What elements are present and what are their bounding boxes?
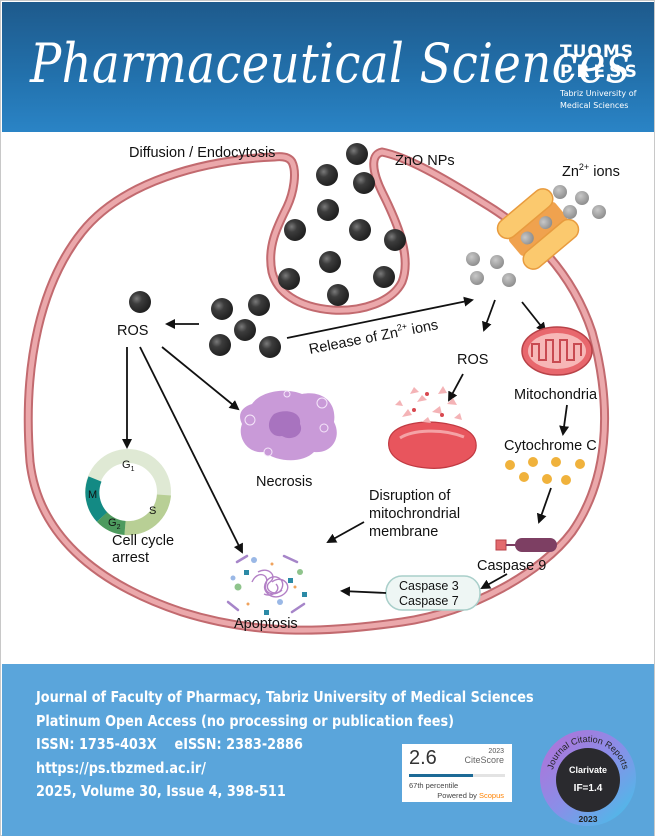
arrow-ions-to-ros: [482, 299, 496, 332]
scopus-brand: Scopus: [478, 791, 504, 800]
label-diffusion: Diffusion / Endocytosis: [129, 145, 275, 161]
disrupted-mitochondria-icon: [388, 386, 477, 469]
label-zn-ions: Zn2+ ions: [562, 162, 620, 180]
publisher-name-line2: PRESS: [560, 62, 641, 82]
arrow-ions-to-mito: [521, 301, 547, 333]
label-caspase9: Caspase 9: [477, 558, 546, 574]
cytochrome-c-icon: [505, 457, 585, 485]
citescore-percentile: 67th percentile: [409, 781, 459, 790]
svg-text:G2: G2: [108, 517, 121, 531]
cover-header: Pharmaceutical Sciences TUOMS PRESS Tabr…: [2, 2, 654, 132]
cell-cycle-icon: G1 S G2 M: [85, 449, 171, 536]
jcr-year: 2023: [579, 814, 598, 824]
label-caspase7: Caspase 7: [399, 594, 459, 608]
publisher-name-line1: TUOMS: [560, 42, 635, 62]
impact-factor: IF=1.4: [574, 783, 603, 794]
svg-text:S: S: [149, 505, 156, 517]
arrow-ros-to-apoptosis: [139, 346, 243, 554]
label-ros-right: ROS: [457, 352, 488, 368]
caspase9-icon: [495, 538, 557, 552]
label-cell-cycle-1: Cell cycle: [112, 533, 174, 549]
svg-text:M: M: [88, 489, 97, 501]
citescore-year: 2023: [488, 748, 504, 755]
label-disruption-2: mitochrondrial: [369, 506, 460, 522]
citescore-badge[interactable]: 2.6 2023 CiteScore 67th percentile Power…: [402, 744, 512, 802]
citescore-value: 2.6: [409, 747, 437, 769]
label-apoptosis: Apoptosis: [234, 616, 298, 632]
arrow-cytc-to-casp9: [536, 487, 552, 524]
necrosis-icon: [240, 390, 337, 461]
label-release-zn: Release of Zn2+ ions: [307, 315, 439, 358]
arrow-casp9-to-casp37: [480, 573, 508, 589]
arrow-ros-to-necrosis: [161, 346, 240, 411]
journal-title: Pharmaceutical Sciences: [30, 32, 631, 95]
label-necrosis: Necrosis: [256, 474, 312, 490]
label-ros-left: ROS: [117, 323, 148, 339]
label-mitochondria: Mitochondria: [514, 387, 598, 403]
publisher-university-line1: Tabriz University of: [560, 89, 637, 98]
citescore-percentile-bar: [409, 774, 505, 777]
powered-by: Powered by Scopus: [437, 791, 504, 800]
cover-diagram: Diffusion / Endocytosis ZnO NPs Zn2+ ion…: [23, 143, 620, 635]
journal-info: Journal of Faculty of Pharmacy, Tabriz U…: [36, 686, 577, 804]
mitochondria-icon: [521, 326, 593, 376]
label-disruption-3: membrane: [369, 524, 438, 540]
zno-nanoparticles: [129, 143, 406, 358]
journal-faculty-line: Journal of Faculty of Pharmacy, Tabriz U…: [36, 688, 534, 706]
ion-channel-icon: [496, 188, 580, 270]
arrow-mito-to-cytc: [559, 404, 570, 436]
open-access-line: Platinum Open Access (no processing or p…: [36, 711, 454, 730]
zn-ions: [466, 185, 606, 287]
publisher-logo: TUOMS PRESS Tabriz University of Medical…: [560, 42, 641, 112]
label-disruption-1: Disruption of: [369, 488, 451, 504]
arrow-disruption-to-apoptosis: [326, 521, 365, 543]
issn-line: ISSN: 1735-403X eISSN: 2383-2886: [36, 735, 303, 753]
cell-membrane: [23, 147, 610, 635]
journal-url[interactable]: https://ps.tbzmed.ac.ir/: [36, 758, 206, 777]
label-zno-nps: ZnO NPs: [395, 153, 455, 169]
arrow-release: [286, 296, 474, 339]
publisher-university-line2: Medical Sciences: [560, 101, 629, 110]
svg-text:G1: G1: [122, 459, 135, 473]
label-caspase3: Caspase 3: [399, 579, 459, 593]
citescore-label: CiteScore: [464, 755, 504, 765]
issue-line: 2025, Volume 30, Issue 4, 398-511: [36, 782, 286, 800]
arrow-casp37-to-apoptosis: [340, 586, 387, 597]
label-cell-cycle-2: arrest: [112, 550, 149, 566]
citescore-percentile-fill: [409, 774, 474, 777]
clarivate-brand: Clarivate: [569, 765, 607, 775]
label-cytochrome-c: Cytochrome C: [504, 438, 597, 454]
arrow-ros-to-disruption: [448, 373, 464, 402]
apoptosis-icon: [226, 554, 307, 615]
cover-footer: Journal of Faculty of Pharmacy, Tabriz U…: [2, 664, 654, 836]
jcr-badge[interactable]: Journal Citation Reports Clarivate IF=1.…: [535, 725, 641, 831]
